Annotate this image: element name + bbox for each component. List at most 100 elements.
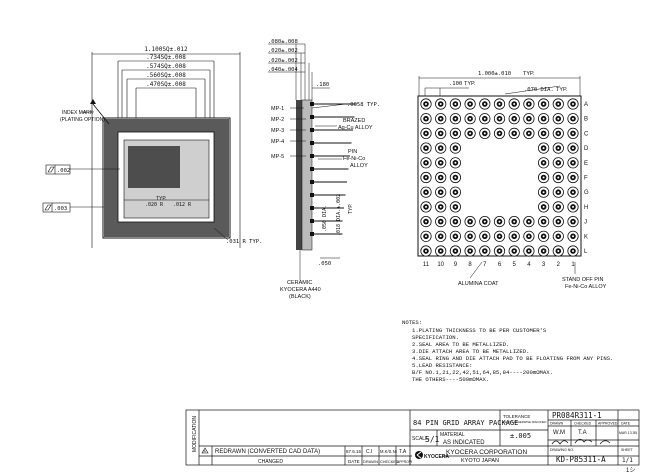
pin-L10 (435, 245, 447, 257)
side-view: .080±.008 .020±.002 .020±.002 .040±.004 … (268, 39, 380, 300)
mp-1: MP-1 (271, 106, 284, 112)
rev-checked: M.K/S.NI (380, 449, 397, 454)
note-line-1: 1.PLATING THICKNESS TO BE PER CUSTOMER'S (412, 327, 547, 334)
pin-L8 (464, 245, 476, 257)
pin-C4 (523, 127, 535, 139)
brazed-alloy: Ag-Cu ALLOY (338, 125, 373, 131)
changed-label: CHANGED (258, 459, 283, 465)
pin-B7 (479, 113, 491, 125)
kyocera-logo-icon (415, 451, 423, 459)
col-label-7: 7 (483, 262, 487, 268)
index-mark-icon (90, 99, 96, 104)
pin-D11 (420, 142, 432, 154)
pin-H10 (435, 201, 447, 213)
pin-F11 (420, 171, 432, 184)
dim-734: .734SQ±.008 (146, 54, 186, 61)
stack-dim-4: .040±.004 (268, 67, 298, 73)
front-view: 1.100SQ±.012 .734SQ±.008 .574SQ±.008 .56… (42, 46, 262, 248)
pin-C10 (435, 127, 447, 139)
pin-J5 (508, 216, 520, 228)
flatness-value-1: .002 (57, 168, 70, 174)
pin-dia-018: .018 DIA.±.002 (336, 194, 342, 236)
side-pin (310, 193, 346, 197)
note-line-4: 3.DIE ATTACH AREA TO BE METALLIZED. (412, 348, 530, 355)
side-pin (310, 206, 344, 210)
pin-L1 (567, 245, 579, 257)
pin-G3 (537, 186, 550, 198)
pin-L9 (449, 245, 461, 257)
company-name: KYOCERA CORPORATION (446, 449, 527, 456)
mp-3: MP-3 (271, 128, 284, 134)
pin-label: PIN (348, 149, 357, 155)
pin-K7 (479, 230, 491, 242)
notes-title: NOTES: (402, 319, 422, 326)
corner-radius-020: .020 R (145, 202, 164, 208)
pin-A2 (552, 98, 564, 110)
side-pin (310, 115, 355, 119)
pin-C9 (449, 127, 461, 139)
col-label-2: 2 (557, 262, 561, 268)
pin-K1 (567, 230, 579, 242)
lead-gap: .180 (316, 82, 329, 88)
pin-C8 (464, 127, 476, 139)
mp-4: MP-4 (271, 139, 284, 145)
bottom-typ-2: TYP. (464, 81, 476, 87)
row-label-E: E (584, 161, 588, 167)
checked-by: T.A (578, 430, 587, 436)
dim-overall: 1.100SQ±.012 (144, 46, 188, 53)
note-line-3: 2.SEAL AREA TO BE METALLIZED. (412, 341, 509, 348)
footer-drawn: DRAWN (363, 459, 378, 464)
row-label-D: D (584, 146, 589, 152)
brazed-label: BRAZED (343, 118, 365, 124)
bottom-typ-3: TYP. (556, 87, 568, 93)
pin-H11 (420, 201, 432, 213)
row-label-F: F (584, 176, 588, 182)
sheet-value: 1/1 (622, 457, 633, 464)
note-line-5: 4.SEAL RING AND DIE ATTACH PAD TO BE FLO… (412, 355, 613, 362)
pin-E1 (567, 157, 579, 169)
pin-dia: .070 DIA. (524, 87, 554, 93)
pin-D3 (537, 142, 550, 154)
scale-value: 5/1 (425, 435, 440, 444)
rev-symbol: A (204, 450, 207, 454)
pin-L2 (552, 245, 564, 257)
dim-470: .470SQ±.008 (146, 81, 186, 88)
pin-J6 (493, 216, 506, 228)
pin-C7 (479, 127, 491, 139)
pin-H2 (552, 201, 564, 213)
side-pins (310, 102, 356, 236)
side-pin (310, 232, 343, 236)
pin-J3 (537, 216, 550, 228)
pin-L7 (479, 245, 491, 257)
pin-D2 (552, 142, 564, 154)
standoff-label: STAND OFF PIN (562, 277, 603, 283)
footer-approved: APPROVED (397, 460, 416, 464)
row-label-C: C (584, 131, 589, 137)
col-label-9: 9 (454, 262, 458, 268)
rev-date: 87.6.16 (346, 449, 362, 454)
mp-2: MP-2 (271, 117, 284, 123)
pin-F2 (552, 171, 564, 184)
pin-B8 (464, 113, 476, 125)
modification-label: MODIFICATION (192, 416, 198, 452)
ceramic-label: CERAMIC (287, 280, 312, 286)
pin-material: Fe-Ni-Co (343, 156, 365, 162)
stack-dim-1: .080±.008 (268, 39, 298, 45)
pin-J7 (479, 216, 491, 228)
pin-C11 (420, 127, 432, 139)
pin-E9 (449, 157, 461, 169)
index-mark-option: (PLATING OPTION) (60, 117, 105, 123)
pin-A1 (567, 98, 579, 110)
flatness-value-2: .003 (54, 206, 67, 212)
alumina-coat: ALUMINA COAT (458, 281, 499, 287)
row-label-L: L (584, 249, 588, 255)
outer-radius-label: .031 R TYP. (226, 239, 262, 245)
side-pin (310, 141, 352, 145)
material-label: MATERIAL (440, 432, 465, 438)
pin-F9 (449, 171, 461, 184)
flatness-frame-2 (42, 202, 71, 213)
pitch: .100 (449, 81, 462, 87)
date-value: MAR.13.'85 (619, 431, 637, 435)
